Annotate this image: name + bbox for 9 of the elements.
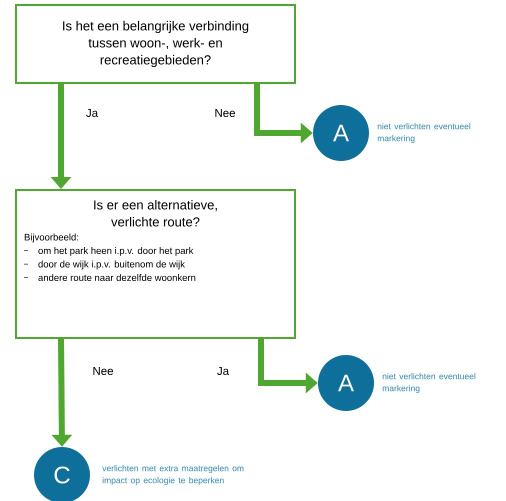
- question-box: Is het een belangrijke verbinding tussen woon-, werk- en recreatiegebieden?: [15, 4, 296, 84]
- edge-label: Ja: [86, 109, 98, 117]
- annotation-text: verlichten met extra maatregelen om impact op ecologie te beperken: [102, 465, 244, 485]
- question-box: Is er een alternatieve, verlichte route? Bijvoorbeeld: om het park heen i.p.v. door het park door de wijk i.p.v. buitenom de wijk andere route naar dezelfde woonkern: [15, 189, 296, 339]
- annotation-text: niet verlichten eventueel markering: [382, 373, 476, 393]
- edge-label: Nee: [93, 367, 114, 375]
- edge-label: Nee: [215, 109, 236, 117]
- annotation-text: niet verlichten eventueel markering: [378, 123, 470, 143]
- edge-label: Ja: [217, 367, 230, 375]
